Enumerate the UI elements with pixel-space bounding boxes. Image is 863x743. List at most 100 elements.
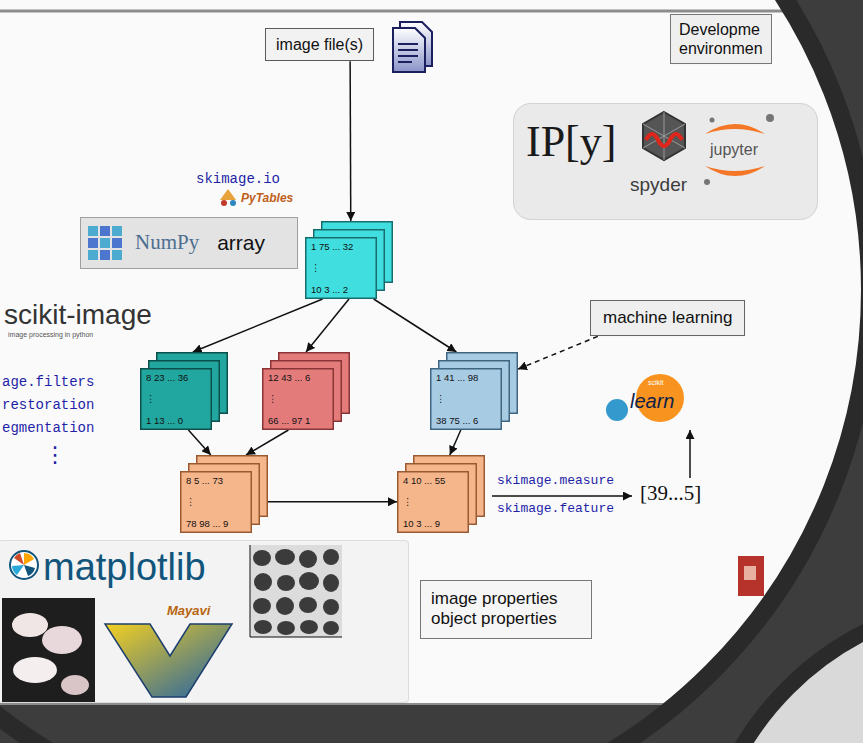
numpy-icon [100, 238, 110, 248]
array-value: 12 43 ... 6 [268, 372, 310, 383]
logo-text: array [217, 230, 265, 255]
logo-text: matplotlib [43, 545, 206, 591]
rendering-photo [13, 657, 57, 683]
array-layer [431, 369, 502, 430]
array-face: 8 23 ... 36⋮1 13 ... 0 [140, 368, 212, 430]
logo-fragment [738, 556, 764, 596]
flow-arrow [268, 501, 397, 503]
node-fill [265, 28, 374, 61]
array-layer [181, 472, 252, 533]
label-slot: ⋮ [44, 442, 66, 468]
jupyter-icon [704, 179, 710, 185]
array-value: ⋮ [403, 496, 413, 507]
module-name: age.filters [2, 374, 94, 391]
text-slot: Mayavi [167, 603, 210, 619]
array-face: 8 5 ... 73⋮78 98 ... 9 [180, 471, 252, 533]
micrograph-plot [253, 598, 271, 614]
logo-text: Mayavi [167, 603, 210, 619]
matplotlib-icon [14, 553, 24, 565]
numpy-icon [112, 238, 122, 248]
rendering-photo [2, 598, 95, 702]
label-slot: skimage.measure [497, 473, 614, 489]
micrograph-plot [275, 549, 295, 565]
pytables-logo [220, 189, 236, 200]
text-slot: spyder [630, 174, 687, 197]
flow-arrow [349, 61, 351, 221]
box-label: image file(s) [276, 35, 363, 54]
micrograph-plot [299, 550, 317, 568]
document-icon [398, 44, 418, 62]
jupyter-icon [704, 114, 774, 185]
array-layer [263, 369, 334, 430]
flow-arrow [188, 430, 210, 455]
array-face: 1 75 ... 32⋮10 3 ... 2 [305, 237, 377, 299]
label-slot: egmentation [2, 420, 94, 437]
array-stack: 8 5 ... 73⋮78 98 ... 9 [180, 455, 268, 533]
micrograph-plot [323, 599, 339, 615]
logo-text: jupyter [710, 140, 758, 159]
array-box: NumPyarray [80, 217, 298, 269]
numpy-icon [88, 250, 98, 260]
array-stack: 12 43 ... 6 ⋮ 66 ... 97 1 [262, 352, 350, 430]
node-fill [670, 14, 772, 64]
array-value: 4 10 ... 55 [403, 475, 445, 486]
array-value: 1 41 ... 98 [436, 372, 478, 383]
rendering-photo [61, 675, 89, 695]
plotting-panel: matplotlibMayavi [0, 540, 409, 703]
jupyter-icon [766, 114, 774, 122]
rendering-photo [12, 613, 48, 637]
module-name: skimage.feature [497, 501, 614, 517]
array-stack: 1 41 ... 98⋮38 75 ... 6 [430, 352, 518, 430]
logo-text: scikit-image [4, 298, 152, 332]
matplotlib-icon [24, 565, 35, 576]
jupyter-icon [705, 124, 765, 134]
micrograph-plot [254, 620, 272, 634]
array-value: 66 ... 97 1 [268, 415, 310, 426]
micrograph-plot [250, 545, 342, 637]
module-name: skimage.io [196, 171, 280, 188]
numpy-icon [100, 250, 110, 260]
corner-disc [700, 600, 863, 743]
label-slot: restoration [2, 397, 94, 414]
process-box: machine learning [590, 300, 745, 336]
label-slot: image processing in python [8, 331, 93, 339]
array-value: 1 75 ... 32 [311, 241, 353, 252]
numpy-icon [88, 238, 98, 248]
box-label: Developme environmen [679, 20, 763, 58]
spyder-icon [643, 112, 685, 160]
slide-frame [0, 703, 863, 705]
array-value: ⋮ [436, 393, 446, 404]
node-fill [0, 540, 409, 703]
micrograph-plot [299, 572, 319, 590]
micrograph-plot [299, 597, 317, 613]
array-value: ⋮ [146, 393, 156, 404]
flow-arrow [450, 430, 461, 455]
logo-text: scikit [648, 379, 664, 387]
flow-arrow [374, 299, 457, 352]
node-fill [420, 580, 592, 639]
array-value: 8 5 ... 73 [186, 475, 223, 486]
feature-vector: [39...5] [640, 481, 701, 506]
micrograph-plot [323, 549, 339, 565]
label-slot: scikit-image [4, 298, 152, 332]
jupyter-icon [710, 118, 715, 123]
document-icon [393, 28, 425, 72]
logo-text: learn [630, 389, 674, 413]
flow-arrow [518, 336, 598, 369]
text-slot: matplotlib [43, 545, 206, 591]
rendering-photo [2, 598, 95, 702]
label-slot: learn [630, 389, 674, 413]
mayavi-logo [105, 624, 232, 697]
process-box: image file(s) [265, 28, 374, 61]
matplotlib-icon [10, 551, 38, 579]
matplotlib-icon [24, 553, 34, 565]
array-value: ⋮ [268, 393, 278, 404]
array-layer [306, 238, 377, 299]
array-face: 12 43 ... 6 ⋮ 66 ... 97 1 [262, 368, 334, 430]
spyder-icon [646, 134, 682, 146]
node-fill [590, 300, 745, 336]
module-name: restoration [2, 397, 94, 414]
